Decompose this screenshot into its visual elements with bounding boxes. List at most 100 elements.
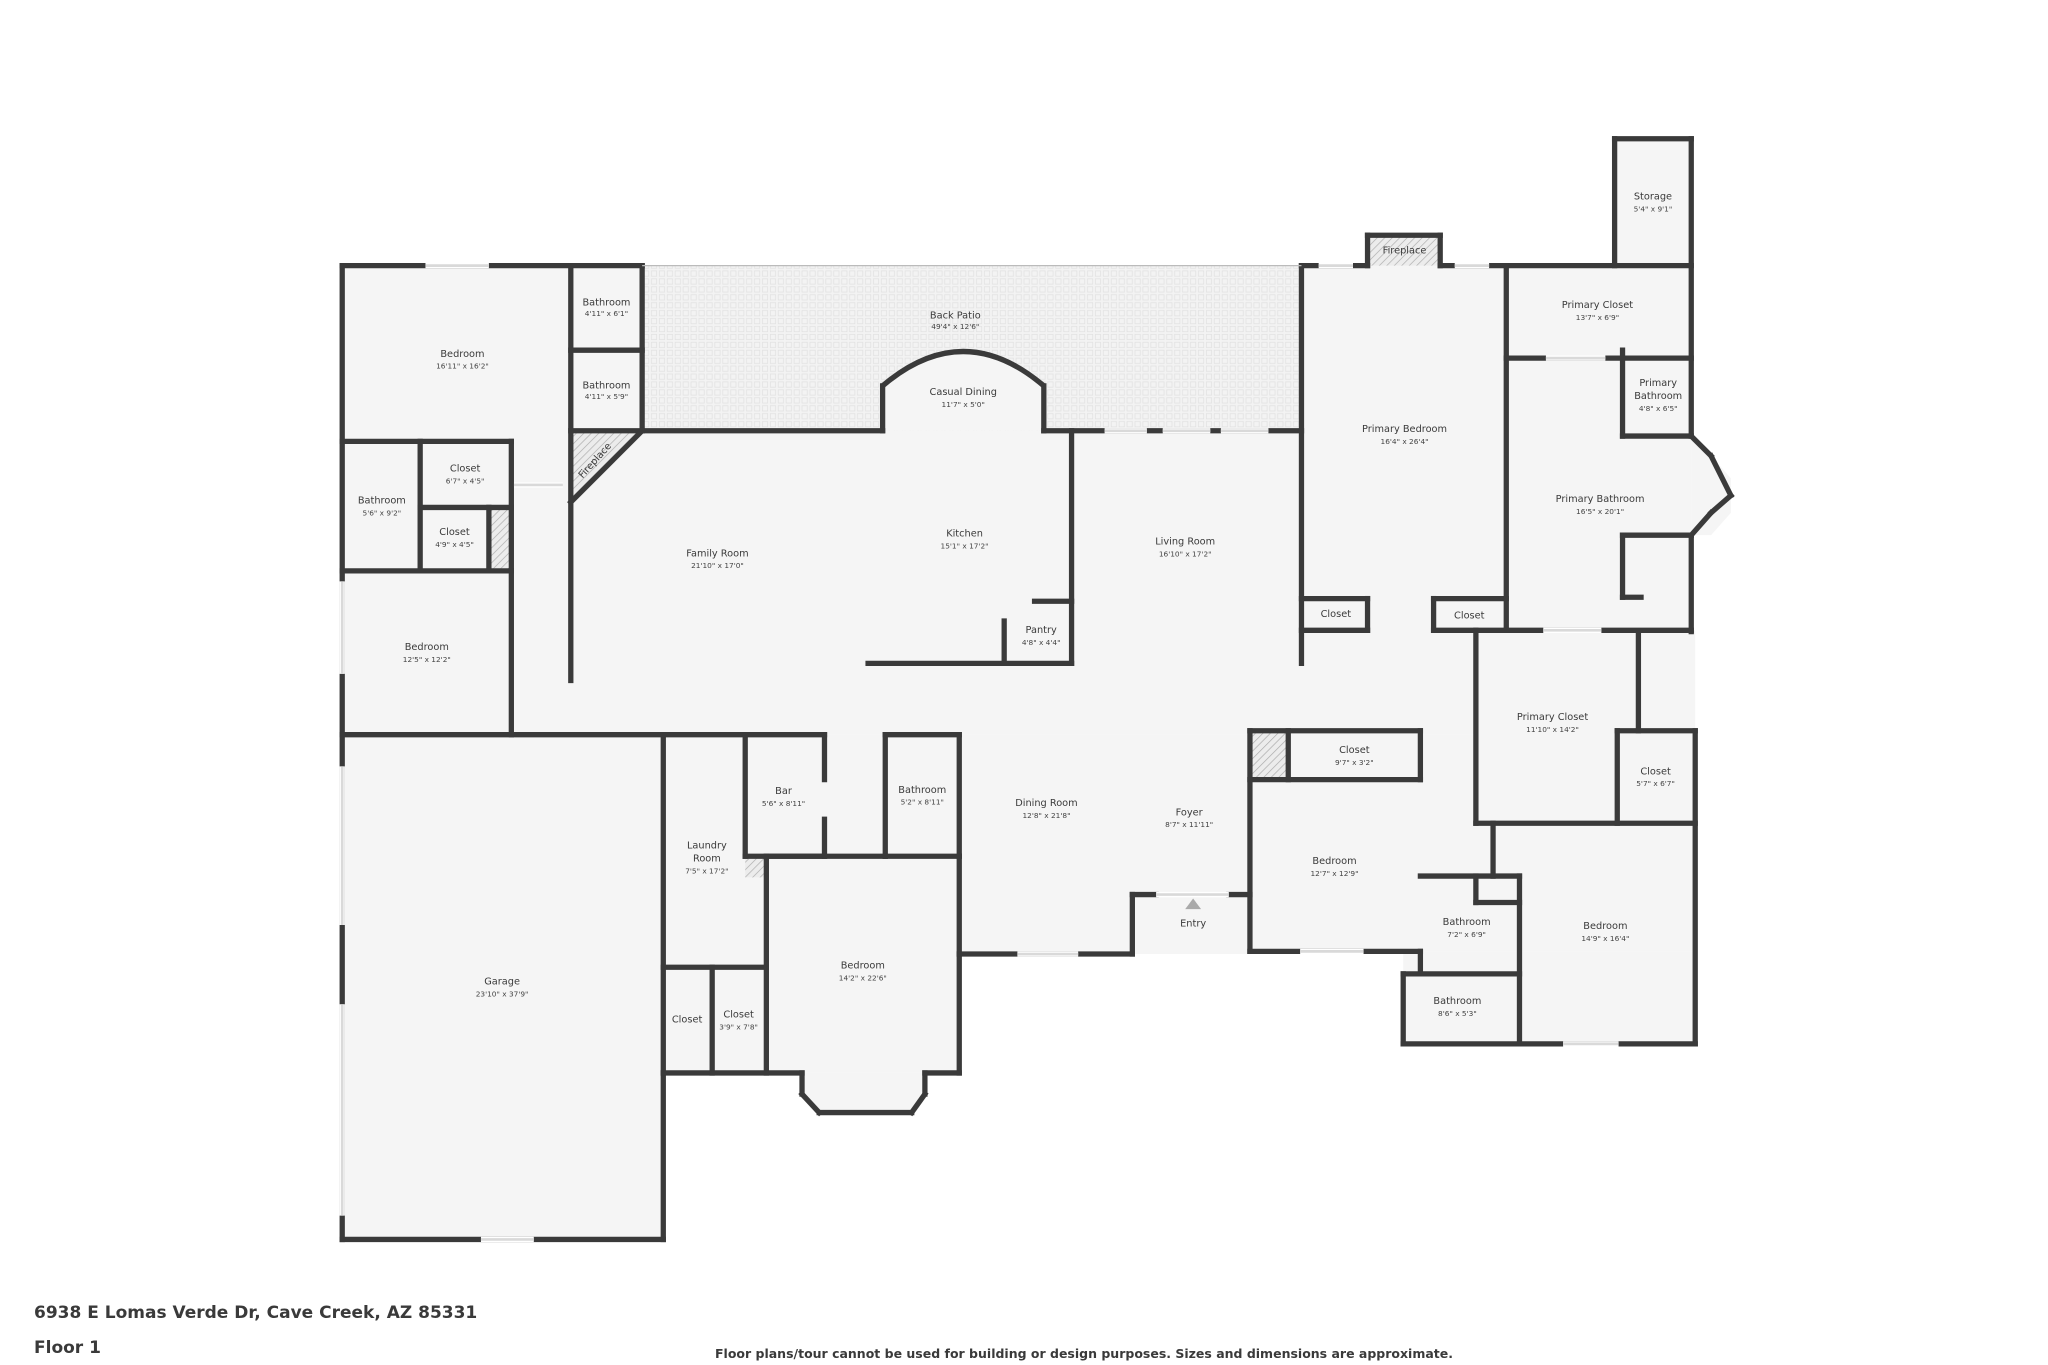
room-name: Closet xyxy=(450,464,481,475)
fireplace-hatch xyxy=(1367,235,1441,266)
room-name: Laundry xyxy=(687,840,727,851)
floor-area xyxy=(342,734,664,1240)
room-name: Garage xyxy=(484,976,520,987)
wall xyxy=(798,1090,823,1117)
room-name: Primary Closet xyxy=(1562,300,1633,311)
floor-label: Floor 1 xyxy=(34,1338,101,1358)
floor-area xyxy=(1403,951,1696,1044)
floor-area xyxy=(1506,436,1692,536)
room-dims: 23'10" x 37'9" xyxy=(476,989,529,998)
windows xyxy=(339,262,1619,1243)
room-dims: 5'2" x 8'11" xyxy=(901,798,944,807)
wall xyxy=(1687,508,1715,539)
room-name: Family Room xyxy=(686,548,748,559)
chase-hatch xyxy=(745,856,767,878)
room-name: Closet xyxy=(723,1009,754,1020)
floor-area xyxy=(1614,138,1692,266)
room-dims: 14'9" x 16'4" xyxy=(1581,934,1629,943)
room-name: Storage xyxy=(1634,192,1672,203)
room-name: Closet xyxy=(1321,609,1352,620)
room-name: Room xyxy=(693,854,721,865)
bay-floor xyxy=(1691,436,1731,536)
wall xyxy=(1707,452,1735,500)
room-dims: 7'2" x 6'9" xyxy=(1447,930,1486,939)
room-name: Closet xyxy=(1339,745,1370,756)
room-name: Bedroom xyxy=(841,961,885,972)
room-name: Primary Bathroom xyxy=(1556,494,1645,505)
room-dims: 12'8" x 21'8" xyxy=(1022,811,1070,820)
room-dims: 11'7" x 5'0" xyxy=(942,400,985,409)
room-dims: 3'9" x 7'8" xyxy=(719,1022,758,1031)
room-dims: 9'7" x 3'2" xyxy=(1335,758,1374,767)
room-dims: 8'6" x 5'3" xyxy=(1438,1009,1477,1018)
room-dims: 16'5" x 20'1" xyxy=(1576,507,1624,516)
room-dims: 5'7" x 6'7" xyxy=(1636,779,1675,788)
room-name: Pantry xyxy=(1026,625,1057,636)
room-name: Living Room xyxy=(1155,536,1215,547)
room-dims: 4'11" x 5'9" xyxy=(585,392,628,401)
room-name: Bathroom xyxy=(1443,917,1491,928)
casual-dining-bay-wall xyxy=(880,348,1046,388)
room-name: Dining Room xyxy=(1015,798,1077,809)
room-name: Closet xyxy=(1640,766,1671,777)
room-name: Bathroom xyxy=(582,297,630,308)
room-name: Primary Bedroom xyxy=(1362,424,1447,435)
casual-dining-floor xyxy=(882,351,1044,431)
entry-label: Entry xyxy=(1180,918,1206,929)
room-name: Bedroom xyxy=(440,349,484,360)
floor-fill xyxy=(342,138,1731,1240)
room-dims: 49'4" x 12'6" xyxy=(931,322,979,331)
wall xyxy=(1707,491,1735,517)
room-name: Bedroom xyxy=(1312,856,1356,867)
room-name: Primary Closet xyxy=(1517,712,1588,723)
room-name: Bathroom xyxy=(898,785,946,796)
chase-hatch xyxy=(1249,730,1289,780)
room-dims: 11'10" x 14'2" xyxy=(1526,725,1579,734)
chase-hatch xyxy=(488,507,512,571)
room-dims: 4'8" x 4'4" xyxy=(1022,638,1061,647)
room-name: Fireplace xyxy=(1383,246,1427,257)
room-dims: 5'6" x 8'11" xyxy=(762,799,805,808)
room-dims: 16'4" x 26'4" xyxy=(1381,437,1429,446)
room-dims: 5'4" x 9'1" xyxy=(1634,204,1673,213)
room-name: Bar xyxy=(775,786,793,797)
room-dims: 16'10" x 17'2" xyxy=(1159,549,1212,558)
room-name: Bathroom xyxy=(358,495,406,506)
floor-area xyxy=(959,734,1250,955)
room-name: Bathroom xyxy=(582,381,630,392)
room-name: Bedroom xyxy=(1583,921,1627,932)
room-dims: 8'7" x 11'11" xyxy=(1165,820,1213,829)
room-name: Bathroom xyxy=(1433,996,1481,1007)
room-dims: 4'9" x 4'5" xyxy=(435,540,474,549)
room-dims: 16'11" x 16'2" xyxy=(436,362,489,371)
room-dims: 6'7" x 4'5" xyxy=(446,477,485,486)
room-name: Closet xyxy=(439,527,470,538)
room-name: Closet xyxy=(672,1015,703,1026)
disclaimer: Floor plans/tour cannot be used for buil… xyxy=(715,1346,1453,1361)
floor-area xyxy=(1475,630,1696,824)
room-dims: 4'8" x 6'5" xyxy=(1639,404,1678,413)
room-name: Casual Dining xyxy=(930,387,997,398)
wall xyxy=(567,427,646,506)
room-labels: Bedroom 16'11" x 16'2" Bathroom 4'11" x … xyxy=(358,192,1682,1032)
room-dims: 14'2" x 22'6" xyxy=(839,973,887,982)
bay-floor xyxy=(802,1072,925,1113)
room-name: Kitchen xyxy=(946,528,983,539)
room-name: Bedroom xyxy=(405,642,449,653)
room-name: Bathroom xyxy=(1634,391,1682,402)
room-name: Closet xyxy=(1454,610,1485,621)
room-dims: 13'7" x 6'9" xyxy=(1576,313,1619,322)
room-name: Back Patio xyxy=(930,310,981,321)
room-dims: 4'11" x 6'1" xyxy=(585,309,628,318)
room-dims: 12'5" x 12'2" xyxy=(403,655,451,664)
room-dims: 12'7" x 12'9" xyxy=(1310,869,1358,878)
room-name: Primary xyxy=(1639,378,1677,389)
room-name: Foyer xyxy=(1176,807,1204,818)
address: 6938 E Lomas Verde Dr, Cave Creek, AZ 85… xyxy=(34,1303,478,1323)
room-dims: 7'5" x 17'2" xyxy=(685,866,728,875)
wall xyxy=(1687,432,1715,460)
wall xyxy=(908,1090,929,1117)
room-dims: 15'1" x 17'2" xyxy=(941,541,989,550)
entry-arrow-icon xyxy=(1185,898,1202,910)
